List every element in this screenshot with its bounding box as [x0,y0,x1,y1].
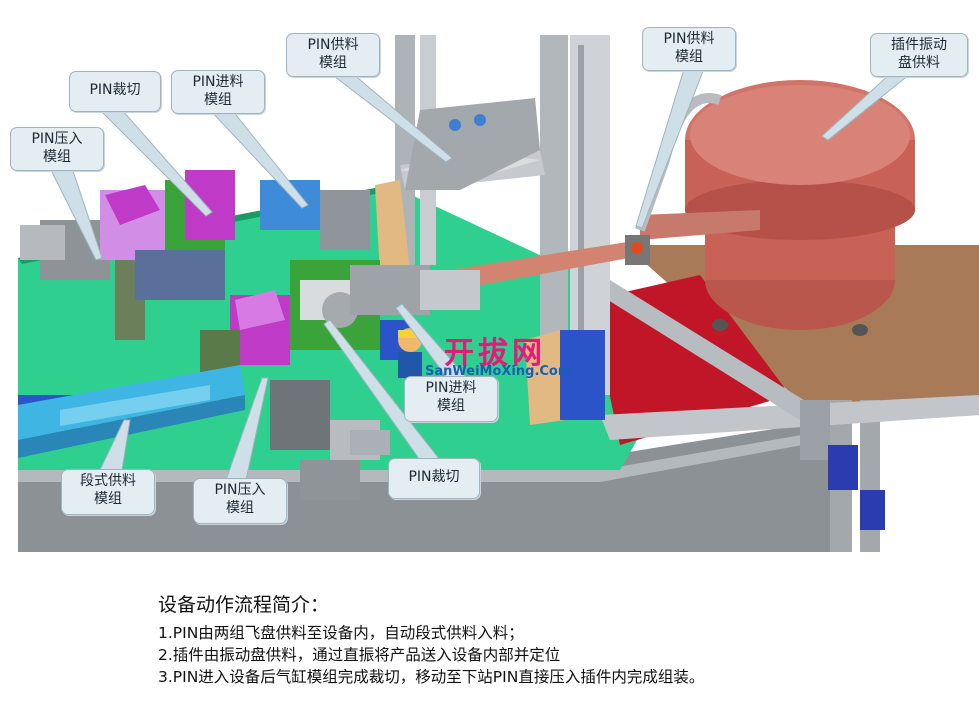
description-step: 2.插件由振动盘供料，通过直振将产品送入设备内部并定位 [158,646,561,664]
callout-pin-press-left: PIN压入 模组 [10,127,104,171]
callout-pin-feed-top: PIN供料 模组 [286,33,380,77]
watermark-cn: 开拔网 [444,336,546,371]
description-title: 设备动作流程简介： [158,594,330,616]
description-step: 1.PIN由两组飞盘供料至设备内，自动段式供料入料； [158,624,524,642]
pin-feed-arm [405,98,540,190]
callout-pin-infeed-top: PIN进料 模组 [171,70,265,114]
watermark-en: SanWeiMoXing.Com [425,364,572,379]
callout-leaders [49,65,912,481]
process-description: 设备动作流程简介： 1.PIN由两组飞盘供料至设备内，自动段式供料入料； 2.插… [158,592,938,688]
description-step: 3.PIN进入设备后气缸模组完成裁切，移动至下站PIN直接压入插件内完成组装。 [158,668,705,686]
callout-pin-feed-right: PIN供料 模组 [642,27,736,71]
callout-pin-press-bottom: PIN压入 模组 [193,478,287,524]
callout-insert-vibratory-feed: 插件振动 盘供料 [870,33,968,77]
callout-pin-infeed-mid: PIN进料 模组 [404,376,498,422]
aluminium-frame-rail [600,395,979,440]
callout-pin-cut-top: PIN裁切 [69,71,161,112]
callout-segment-feed: 段式供料 模组 [61,469,155,515]
callout-pin-cut-bottom: PIN裁切 [388,458,480,499]
